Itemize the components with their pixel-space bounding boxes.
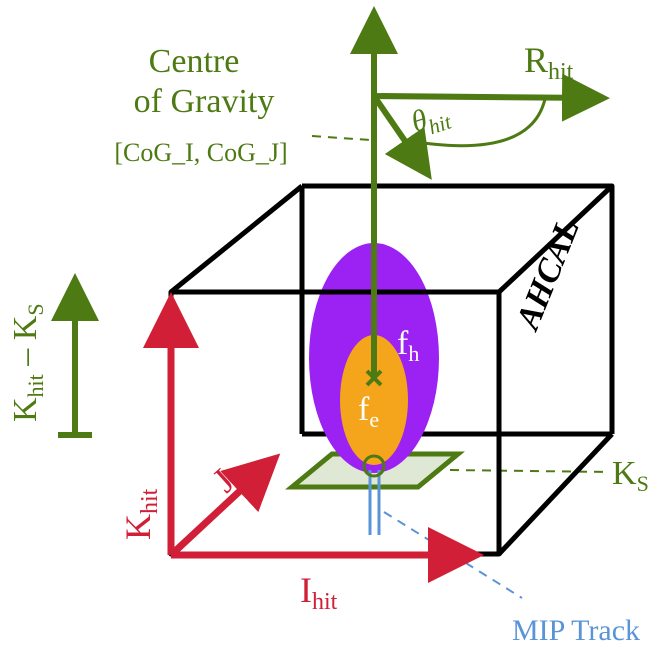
cog-leader — [311, 135, 371, 141]
cog-title-line2: of Gravity — [134, 83, 275, 120]
ks-label: KS — [612, 455, 649, 496]
k-minus-ks-label: Khit – KS — [7, 303, 48, 422]
r-hit-arrow — [373, 73, 610, 122]
em-component-ellipse — [340, 335, 408, 465]
mip-track-label: MIP Track — [512, 614, 640, 647]
fh-label: fh — [397, 325, 419, 366]
cog-coordinates: [CoG_I, CoG_J] — [114, 138, 287, 167]
mip-track-line — [368, 470, 381, 535]
k-hit-label: Khit — [118, 488, 163, 540]
fe-label: fe — [358, 391, 379, 432]
r-hit-label: Rhit — [524, 40, 574, 85]
j-hit-axis — [168, 453, 281, 558]
theta-hit-arrow — [371, 94, 432, 180]
cog-title-line1: Centre — [149, 43, 240, 80]
j-hit-label: Jhit — [205, 444, 265, 504]
ks-leader — [449, 469, 611, 473]
theta-arc — [403, 98, 547, 148]
i-hit-label: Ihit — [300, 570, 338, 615]
cog-marker-icon — [365, 369, 383, 387]
mip-entry-circle — [362, 454, 386, 478]
theta-hit-label: θhit — [407, 96, 455, 144]
